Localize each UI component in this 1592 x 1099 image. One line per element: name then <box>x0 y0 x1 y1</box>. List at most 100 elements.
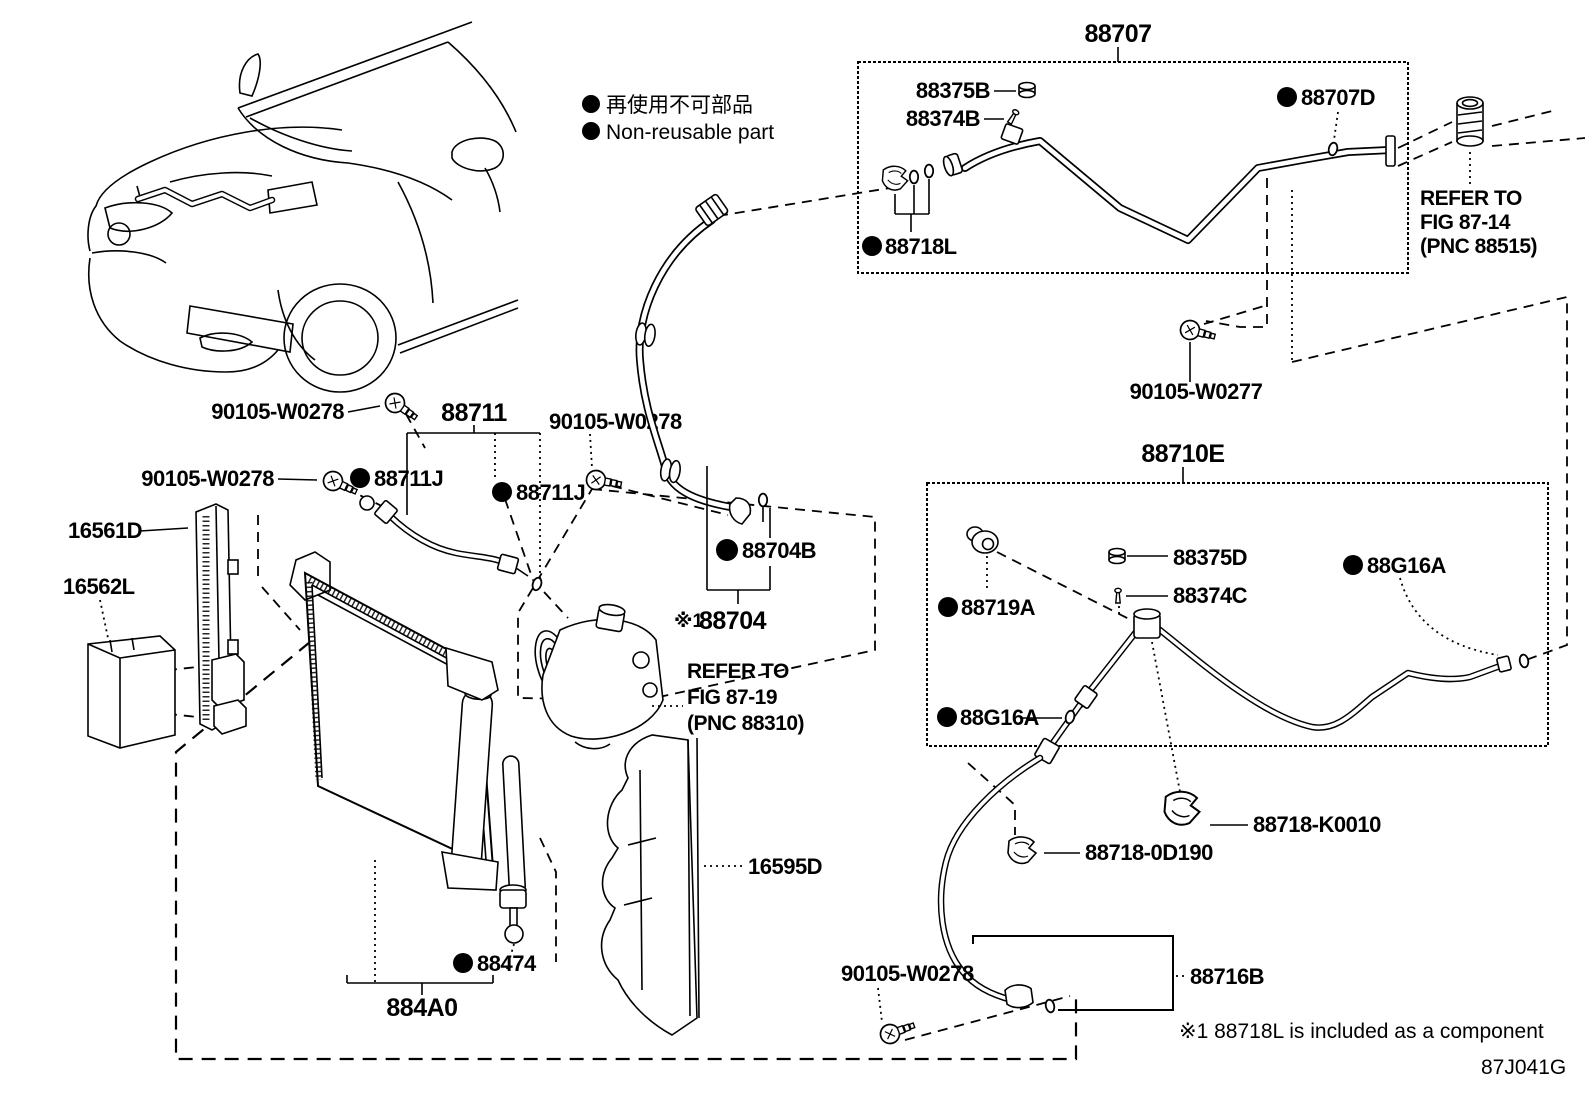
non-reusable-bullet-icon <box>716 539 738 561</box>
refer-fig14-line2: FIG 87-14 <box>1420 211 1511 234</box>
part-88707D-callout: 88707D <box>1277 85 1376 158</box>
part-90105W0278-left-callout: 90105-W0278 <box>141 466 361 502</box>
part-label-90105-W0278: 90105-W0278 <box>549 409 682 434</box>
non-reusable-bullet-icon <box>492 482 512 502</box>
footnote-mark: ※1 <box>674 611 703 632</box>
part-label-88718L: 88718L <box>885 234 957 259</box>
part-label-88374B: 88374B <box>906 106 980 131</box>
legend-jp: 再使用不可部品 <box>606 94 753 117</box>
pipe-end-fitting <box>1004 984 1034 1009</box>
part-label-88704B: 88704B <box>742 538 816 563</box>
part-label-88375D: 88375D <box>1173 545 1247 570</box>
part-label-90105-W0278: 90105-W0278 <box>841 961 974 986</box>
valve-core-icon <box>1006 108 1021 126</box>
part-label-88719A: 88719A <box>961 595 1036 620</box>
condenser-drawing <box>289 551 499 891</box>
o-ring-icon <box>1063 708 1077 726</box>
bolt-icon <box>380 388 423 427</box>
part-88375D-callout: 88375D <box>1108 545 1248 570</box>
suction-hose-drawing <box>635 193 769 525</box>
part-90105W0277-callout: 90105-W0277 <box>1130 317 1263 404</box>
part-16562L-callout: 16562L <box>63 574 247 749</box>
part-label-16595D: 16595D <box>748 854 822 879</box>
part-label-884A0: 884A0 <box>386 994 457 1022</box>
part-label-88710E: 88710E <box>1141 440 1224 468</box>
part-label-88716B: 88716B <box>1190 964 1264 989</box>
part-label-88718-0D190: 88718-0D190 <box>1085 840 1213 865</box>
pipe-clamp-icon <box>1007 836 1037 865</box>
non-reusable-bullet-icon <box>582 122 600 140</box>
part-88718K0010-callout: 88718-K0010 <box>1163 790 1382 837</box>
part-88711-callout: 88711 <box>406 399 541 578</box>
part-88G16A-left-callout: 88G16A <box>937 705 1077 730</box>
o-ring-icon <box>757 492 769 508</box>
part-88474-callout: 88474 <box>453 755 537 976</box>
refer-fig14-note: REFER TO FIG 87-14 (PNC 88515) <box>1420 187 1538 258</box>
receiver-canister-icon <box>1456 96 1484 147</box>
part-88716B-callout: 88716B <box>972 935 1265 1015</box>
part-88374C-callout: 88374C <box>1114 583 1248 608</box>
liquid-hose-drawing <box>359 495 544 593</box>
part-label-88474: 88474 <box>477 951 537 976</box>
legend-en: Non-reusable part <box>606 121 774 144</box>
drawing-code: 87J041G <box>1481 1056 1566 1079</box>
footnote-component: ※1 88718L is included as a component <box>1179 1020 1544 1043</box>
refer-fig19-line2: FIG 87-19 <box>687 686 777 709</box>
non-reusable-bullet-icon <box>1277 87 1297 107</box>
part-label-88G16A: 88G16A <box>1367 553 1447 578</box>
part-88711J-callout-2: 88711J <box>492 480 586 505</box>
discharge-pipe-drawing <box>942 123 1396 244</box>
part-884A0-callout: 884A0 <box>346 975 494 1022</box>
refer-fig14-line1: REFER TO <box>1420 187 1522 210</box>
part-90105W0278-top-callout: 90105-W0278 <box>211 388 423 427</box>
fan-shroud-drawing <box>600 734 700 1036</box>
part-16595D-callout: 16595D <box>704 854 823 879</box>
vehicle-illustration <box>87 21 519 393</box>
refer-fig14-line3: (PNC 88515) <box>1420 235 1537 258</box>
compressor-drawing <box>534 603 664 750</box>
cap-nut-icon <box>1108 547 1126 565</box>
o-ring-icon <box>530 575 544 593</box>
engine-bay-pipe <box>134 186 276 212</box>
o-ring-icon <box>923 163 935 179</box>
part-88711J-callout-1: 88711J <box>350 466 444 491</box>
cap-nut-icon <box>1018 81 1036 99</box>
liquid-pipe-box <box>926 482 1549 747</box>
legend: 再使用不可部品 Non-reusable part <box>582 94 774 144</box>
bolt-icon <box>876 1015 919 1048</box>
part-88374B-callout: 88374B <box>906 106 1021 131</box>
part-label-90105-W0278: 90105-W0278 <box>141 466 274 491</box>
part-label-88374C: 88374C <box>1173 583 1248 608</box>
refer-fig19-line3: (PNC 88310) <box>687 712 804 735</box>
part-label-88704: 88704 <box>699 607 767 635</box>
pipe-clamp-icon <box>1163 790 1201 826</box>
non-reusable-bullet-icon <box>350 468 370 488</box>
part-label-88711J: 88711J <box>374 466 443 491</box>
part-88375B-callout: 88375B <box>916 78 1036 103</box>
part-88704B-callout: 88704B <box>706 466 817 604</box>
part-90105W0278-mid-callout: 90105-W0278 <box>549 409 682 495</box>
pressure-switch-icon <box>966 526 999 554</box>
part-887180D190-callout: 88718-0D190 <box>1007 836 1214 865</box>
discharge-pipe-box <box>857 61 1409 274</box>
part-label-90105-W0278: 90105-W0278 <box>211 399 344 424</box>
part-88704-callout: ※1 88704 <box>674 607 767 635</box>
non-reusable-bullet-icon <box>453 953 473 973</box>
o-ring-icon <box>908 169 920 185</box>
liquid-pipe-drawing <box>937 608 1531 1004</box>
part-label-16561D: 16561D <box>68 518 142 543</box>
pipe-clamp-icon <box>881 165 909 191</box>
part-label-16562L: 16562L <box>63 574 135 599</box>
part-88718L-callout: 88718L <box>862 163 957 259</box>
part-90105W0278-bottom-callout: 90105-W0278 <box>841 961 974 1048</box>
part-label-88711J: 88711J <box>516 480 585 505</box>
part-label-88718-K0010: 88718-K0010 <box>1253 812 1381 837</box>
part-88719A-callout: 88719A <box>938 526 1036 620</box>
part-label-90105-W0277: 90105-W0277 <box>1130 379 1263 404</box>
non-reusable-bullet-icon <box>582 95 600 113</box>
non-reusable-bullet-icon <box>937 707 957 727</box>
non-reusable-bullet-icon <box>938 597 958 617</box>
part-88G16A-right-callout: 88G16A <box>1343 553 1447 578</box>
